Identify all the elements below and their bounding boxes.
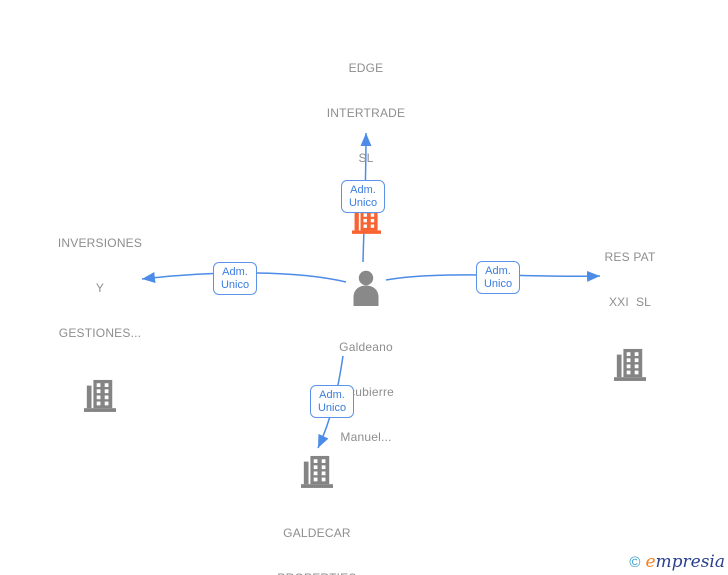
person-node-galdeano-alcubierre[interactable]: Galdeano Alcubierre Manuel...	[286, 270, 446, 475]
brand-initial: e	[645, 552, 656, 572]
building-icon	[301, 455, 333, 488]
company-node-res-pat-xxi[interactable]: RES PAT XXI SL	[550, 220, 710, 382]
building-icon	[84, 379, 116, 412]
company-node-galdecar-properties[interactable]: GALDECAR PROPERTIES SL	[237, 453, 397, 575]
relationship-label-text: Adm.	[222, 265, 248, 278]
relationship-label-top: Adm. Unico	[341, 180, 385, 213]
building-icon	[614, 348, 646, 381]
relationship-label-text: Unico	[483, 277, 513, 290]
relationship-label-bottom: Adm. Unico	[310, 385, 354, 418]
empresia-logo[interactable]: © empresia	[629, 554, 725, 571]
relationship-label-text: Adm.	[319, 388, 345, 401]
brand-wordmark: empresia	[645, 554, 725, 571]
company-name: INVERSIONES Y GESTIONES...	[57, 236, 143, 340]
person-icon	[353, 270, 379, 306]
relationship-label-left: Adm. Unico	[213, 262, 257, 295]
company-name: GALDECAR PROPERTIES SL	[277, 526, 356, 575]
copyright-icon: ©	[629, 554, 641, 571]
relationship-label-text: Unico	[348, 196, 378, 209]
relationship-label-text: Adm.	[485, 264, 511, 277]
relationship-label-right: Adm. Unico	[476, 261, 520, 294]
company-name: RES PAT XXI SL	[604, 250, 656, 309]
relationship-label-text: Adm.	[350, 183, 376, 196]
relationship-label-text: Unico	[317, 401, 347, 414]
relationship-label-text: Unico	[220, 278, 250, 291]
company-name: EDGE INTERTRADE SL	[326, 61, 406, 165]
brand-rest: mpresia	[655, 552, 726, 572]
company-node-inversiones-y-gestiones[interactable]: INVERSIONES Y GESTIONES...	[20, 206, 180, 413]
